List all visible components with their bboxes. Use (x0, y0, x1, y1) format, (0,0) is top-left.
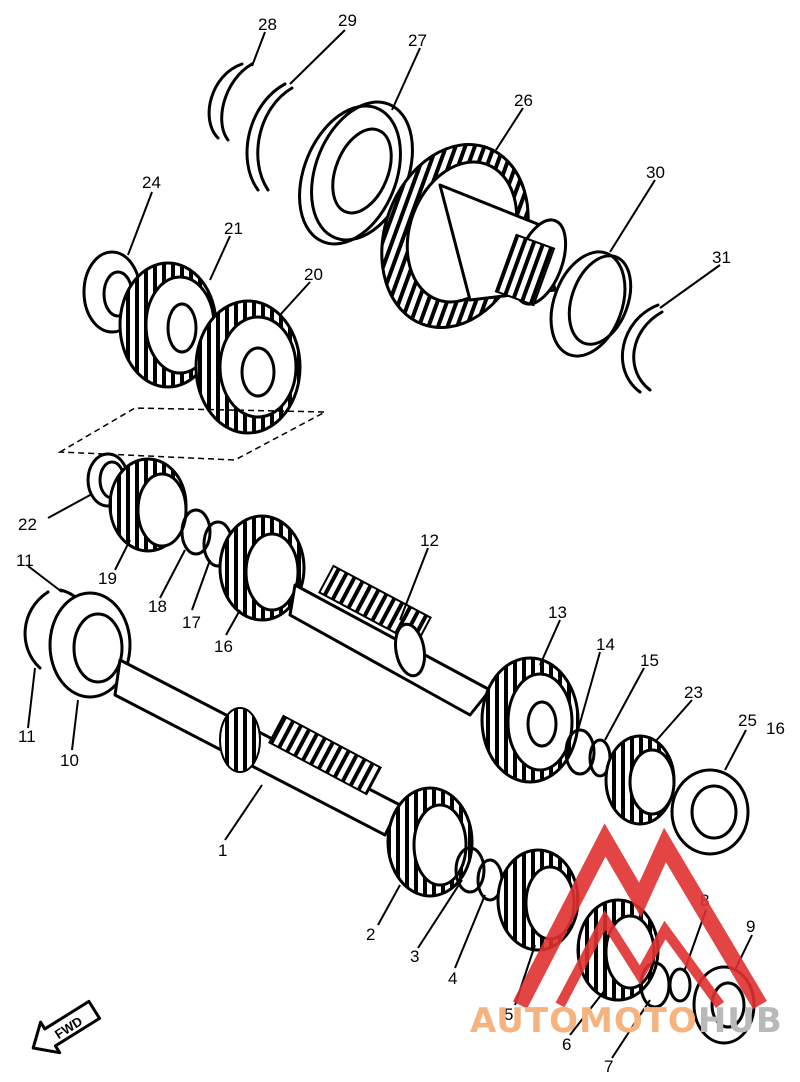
forward-arrow-icon: FWD (31, 999, 102, 1055)
watermark-text: AUTOMOTOHUB (470, 1001, 783, 1041)
gear-21 (118, 261, 218, 389)
main-shaft-12 (288, 564, 492, 717)
label-9: 9 (746, 917, 755, 936)
gear-13 (480, 656, 580, 784)
label-28: 28 (258, 15, 277, 34)
label-15: 15 (640, 651, 659, 670)
label-21: 21 (224, 219, 243, 238)
label-11-bottom: 11 (18, 727, 36, 746)
circlip-29 (245, 82, 294, 192)
watermark-moto: MOTO (579, 1001, 698, 1041)
washer-3 (454, 846, 486, 894)
label-22: 22 (18, 515, 37, 534)
collar-18 (180, 508, 212, 556)
part-labels: 28 29 27 26 30 31 24 21 20 22 19 18 17 1… (16, 11, 785, 1076)
gear-19 (108, 457, 188, 553)
leader-lines (27, 29, 753, 1059)
label-7: 7 (604, 1057, 613, 1076)
label-24: 24 (142, 173, 161, 192)
label-23: 23 (684, 683, 703, 702)
circlip-28 (207, 62, 254, 142)
label-29: 29 (338, 11, 357, 30)
label-14: 14 (596, 635, 615, 654)
label-30: 30 (646, 163, 665, 182)
label-11-top: 11 (16, 551, 34, 570)
gear-2 (386, 786, 474, 898)
label-2: 2 (366, 925, 375, 944)
watermark-logo (512, 823, 767, 1010)
label-20: 20 (304, 265, 323, 284)
bearing-30 (549, 250, 633, 358)
label-16-right: 16 (766, 719, 785, 738)
label-26: 26 (514, 91, 533, 110)
label-18: 18 (148, 597, 167, 616)
label-27: 27 (408, 31, 427, 50)
label-17: 17 (182, 613, 201, 632)
bearing-10 (48, 591, 132, 699)
label-13: 13 (548, 603, 567, 622)
watermark-hub: HUB (698, 1001, 783, 1041)
gear-16 (218, 514, 306, 622)
label-10: 10 (60, 751, 79, 770)
drive-axle-gear-26 (380, 142, 568, 330)
label-1: 1 (218, 841, 227, 860)
circlip-8 (668, 967, 692, 1003)
dashed-box (57, 407, 328, 461)
label-16: 16 (214, 637, 233, 656)
circlip-31 (620, 303, 664, 394)
label-25: 25 (738, 711, 757, 730)
label-6: 6 (562, 1035, 571, 1054)
label-19: 19 (98, 569, 117, 588)
gear-20 (194, 299, 302, 435)
bearing-25 (670, 768, 750, 856)
label-5: 5 (504, 1005, 513, 1024)
label-12: 12 (420, 531, 439, 550)
label-4: 4 (448, 969, 457, 988)
label-31: 31 (712, 248, 731, 267)
washer-14 (564, 728, 596, 776)
watermark-auto: AUTO (470, 1001, 579, 1041)
drive-shaft-1 (113, 658, 402, 837)
label-3: 3 (410, 947, 419, 966)
gear-23 (604, 734, 676, 826)
